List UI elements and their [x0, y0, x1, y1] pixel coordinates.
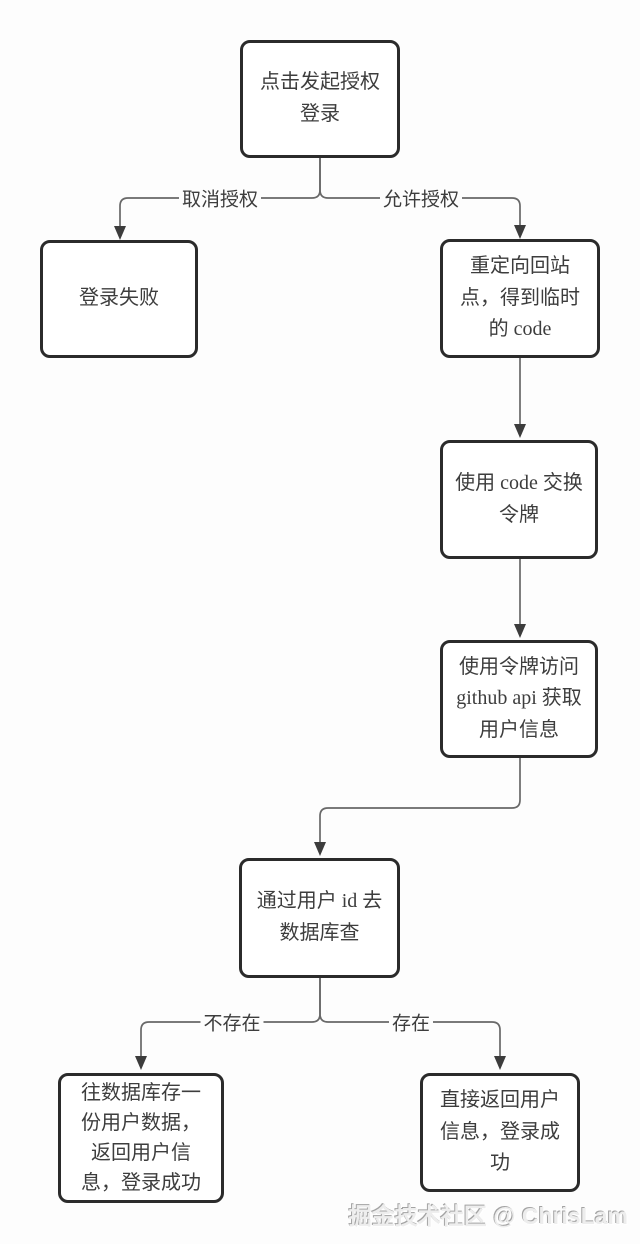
- node-label: 点击发起授权登录: [260, 71, 380, 125]
- node-start-auth-login: 点击发起授权登录: [240, 40, 400, 158]
- node-exchange-token: 使用 code 交换令牌: [440, 440, 598, 559]
- node-label: 往数据库存一份用户数据，返回用户信息，登录成功: [81, 1082, 201, 1194]
- arrowhead-to-exchange: [514, 424, 526, 438]
- arrowhead-to-return-user: [494, 1056, 506, 1070]
- node-fetch-user-info: 使用令牌访问 github api 获取用户信息: [440, 640, 598, 758]
- node-label: 登录失败: [79, 287, 159, 310]
- node-label: 重定向回站点，得到临时的 code: [460, 255, 580, 341]
- node-label: 直接返回用户信息，登录成功: [440, 1089, 560, 1175]
- edge-label-allow-auth: 允许授权: [379, 184, 463, 212]
- arrowhead-to-login-failed: [114, 226, 126, 240]
- edge-label-not-exist: 不存在: [200, 1008, 264, 1036]
- node-create-user-success: 往数据库存一份用户数据，返回用户信息，登录成功: [58, 1073, 224, 1203]
- node-label: 使用 code 交换令牌: [455, 471, 583, 526]
- arrowhead-to-fetch-user: [514, 624, 526, 638]
- node-redirect-get-code: 重定向回站点，得到临时的 code: [440, 239, 600, 358]
- edge-label-cancel-auth: 取消授权: [178, 184, 262, 212]
- arrowhead-to-redirect: [514, 225, 526, 239]
- node-login-failed: 登录失败: [40, 240, 198, 358]
- edge-label-exist: 存在: [388, 1008, 434, 1036]
- arrowhead-to-query-db: [314, 842, 326, 856]
- node-label: 通过用户 id 去数据库查: [256, 890, 383, 944]
- node-query-database: 通过用户 id 去数据库查: [239, 858, 400, 978]
- node-label: 使用令牌访问 github api 获取用户信息: [456, 655, 582, 741]
- arrowhead-to-create-user: [135, 1056, 147, 1070]
- edge-fetch-to-query-line: [319, 758, 521, 843]
- watermark: 掘金技术社区 @ ChrisLam: [348, 1203, 628, 1229]
- node-return-user-success: 直接返回用户信息，登录成功: [420, 1073, 580, 1192]
